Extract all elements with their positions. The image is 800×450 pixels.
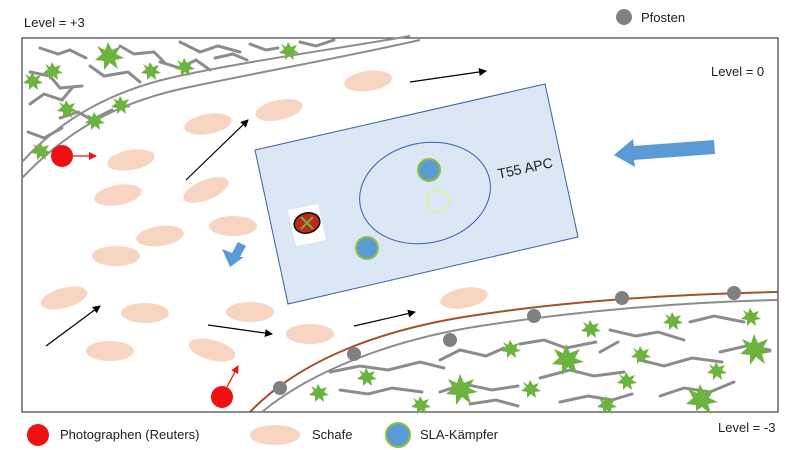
- fence-post: [347, 347, 361, 361]
- movement-arrow: [185, 119, 249, 181]
- fence-post: [727, 286, 741, 300]
- legend-sheep-label: Schafe: [312, 427, 353, 442]
- level-label-right: Level = 0: [711, 64, 765, 79]
- sheep: [209, 216, 257, 236]
- photographer-legend-swatch: [27, 424, 49, 446]
- post-legend-label: Pfosten: [641, 10, 686, 25]
- sheep: [92, 246, 140, 266]
- apc-approach-arrow: [614, 139, 715, 167]
- level-label-bottom-right: Level = -3: [718, 420, 776, 435]
- casualty-marker: [288, 204, 326, 246]
- legend-sheep: Schafe: [312, 427, 352, 442]
- fighter-on-apc: [355, 236, 379, 260]
- photographer: [211, 386, 233, 408]
- upper-left-terrain: [21, 35, 421, 179]
- apc-vehicle: [254, 83, 579, 305]
- lower-rocks: [328, 314, 772, 408]
- movement-arrow: [45, 305, 101, 347]
- sheep-group: [40, 70, 488, 362]
- sheep: [40, 286, 88, 310]
- apc-body: [254, 83, 579, 305]
- movement-arrow: [409, 68, 487, 83]
- empty-position-marker: [426, 189, 450, 213]
- upper-vegetation: [23, 42, 299, 160]
- sheep: [286, 324, 334, 344]
- fighter-in-turret: [417, 158, 441, 182]
- sheep: [183, 177, 229, 203]
- movement-arrows: [45, 68, 487, 347]
- apc-turret: [359, 141, 491, 245]
- legend-fighters-label: SLA-Kämpfer: [420, 427, 499, 442]
- legend-photographers: Photographen (Reuters): [60, 427, 199, 442]
- sheep: [86, 341, 134, 361]
- fence-post: [527, 309, 541, 323]
- sheep: [184, 113, 232, 135]
- apc-direction-arrows: [222, 139, 715, 267]
- movement-arrow: [353, 309, 416, 327]
- level-label-top-left: Level = +3: [24, 15, 85, 30]
- post-legend-marker: [616, 9, 632, 25]
- upper-rocks: [26, 38, 336, 140]
- legend-photographers-label: Photographen (Reuters): [60, 427, 200, 442]
- sheep: [344, 70, 392, 92]
- fence-posts: [273, 286, 741, 395]
- legend-fighters: SLA-Kämpfer: [420, 427, 498, 442]
- lower-vegetation: [309, 308, 772, 414]
- sheep: [136, 225, 184, 247]
- fence-post: [273, 381, 287, 395]
- photographers: [51, 145, 239, 408]
- fence-post: [615, 291, 629, 305]
- apc-turn-arrow: [222, 242, 246, 267]
- sheep: [107, 149, 155, 171]
- photographer: [51, 145, 73, 167]
- sheep: [94, 184, 142, 206]
- sheep: [255, 99, 303, 121]
- sheep: [121, 303, 169, 323]
- fighter-legend-swatch: [385, 422, 411, 448]
- sheep: [440, 287, 488, 309]
- sheep-legend-swatch: [250, 425, 300, 445]
- lower-right-terrain: [249, 286, 779, 414]
- movement-arrow: [207, 324, 273, 337]
- sheep: [226, 302, 274, 322]
- fence-post: [443, 333, 457, 347]
- sheep: [188, 338, 236, 362]
